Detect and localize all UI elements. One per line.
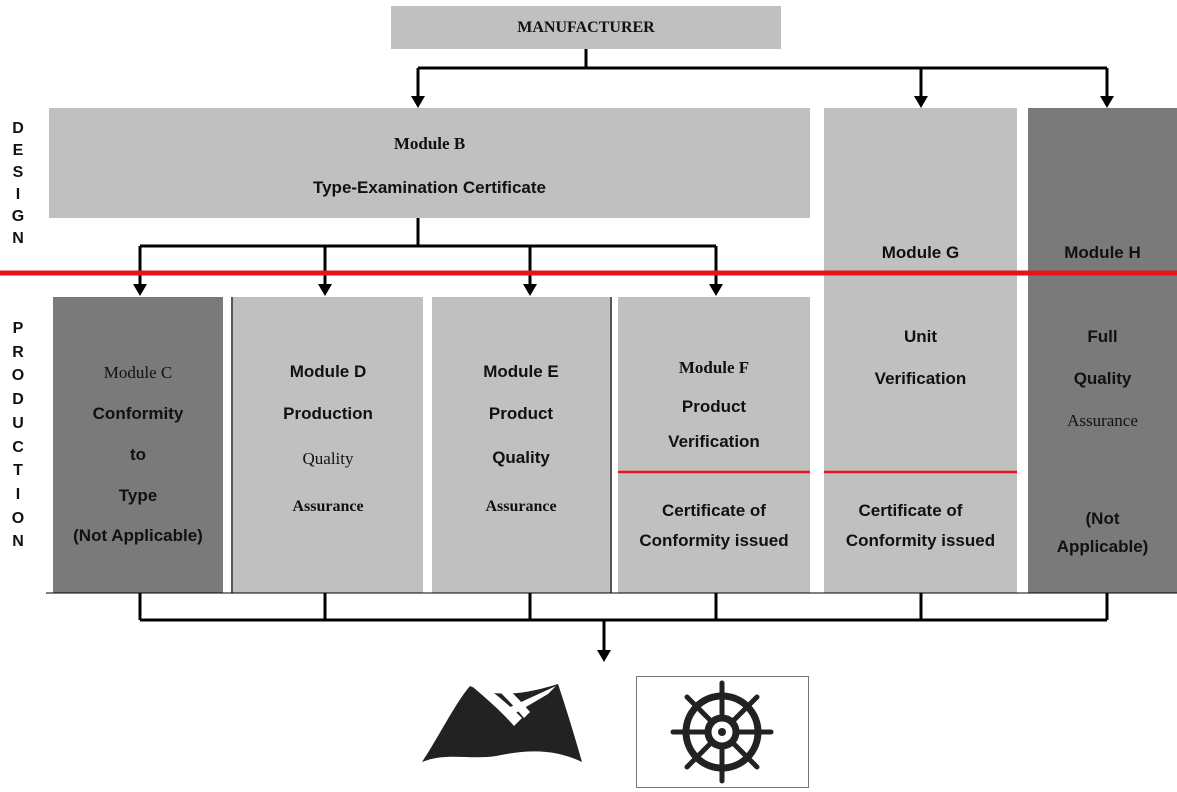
module-d-line1: Production	[283, 404, 373, 423]
module-h-title: Module H	[1064, 243, 1141, 262]
module-e-title: Module E	[483, 362, 559, 381]
module-c-title: Module C	[103, 363, 173, 382]
module-e-line1: Product	[488, 404, 554, 423]
module-d-line3: Assurance	[292, 498, 364, 515]
module-f-box: Module F Product Verification Certificat…	[618, 297, 810, 593]
design-letters: DESIGN	[11, 120, 25, 247]
module-b-box: Module B Type-Examination Certificate	[49, 108, 810, 218]
manufacturer-box: MANUFACTURER	[391, 6, 781, 49]
module-h-note2: Applicable)	[1056, 537, 1149, 556]
module-b-subtitle: Type-Examination Certificate	[312, 178, 547, 197]
module-f-cert1: Certificate of	[662, 501, 766, 520]
module-c-line1: Conformity	[92, 404, 184, 423]
module-e-line2: Quality	[492, 448, 550, 467]
flag-mark-icon	[418, 678, 586, 764]
module-g-title: Module G	[881, 243, 960, 262]
module-e-line3: Assurance	[485, 498, 557, 515]
module-c-line3: Type	[118, 486, 158, 505]
module-h-line3: Assurance	[1067, 411, 1138, 430]
module-h-box: Module H Full Quality Assurance (Not App…	[1028, 108, 1177, 593]
module-h-line1: Full	[1087, 327, 1118, 346]
production-letters: PRODUCTION	[11, 320, 25, 551]
module-e-box: Module E Product Quality Assurance	[432, 297, 612, 593]
module-g-line2: Verification	[874, 369, 967, 388]
module-f-line2: Verification	[668, 432, 760, 451]
module-c-box: Module C Conformity to Type (Not Applica…	[53, 297, 223, 593]
module-g-cert1: Certificate of	[858, 501, 963, 520]
module-f-title: Module F	[678, 358, 750, 377]
module-d-line2: Quality	[302, 449, 354, 468]
module-f-cert2: Conformity issued	[639, 531, 789, 550]
ship-wheel-icon	[636, 676, 809, 788]
module-h-line2: Quality	[1073, 369, 1132, 388]
module-c-line2: to	[129, 445, 147, 464]
module-g-box: Module G Unit Verification Certificate o…	[824, 108, 1017, 593]
module-c-note: (Not Applicable)	[73, 526, 203, 545]
module-g-line1: Unit	[903, 327, 938, 346]
production-side-label: PRODUCTION	[8, 317, 28, 554]
design-side-label: DESIGN	[8, 118, 28, 250]
module-d-box: Module D Production Quality Assurance	[231, 297, 423, 593]
module-h-note1: (Not	[1085, 509, 1120, 528]
module-g-cert2: Conformity issued	[845, 531, 996, 550]
module-f-line1: Product	[681, 397, 747, 416]
module-b-title: Module B	[393, 134, 466, 153]
manufacturer-label: MANUFACTURER	[517, 19, 655, 36]
module-d-title: Module D	[289, 362, 367, 381]
